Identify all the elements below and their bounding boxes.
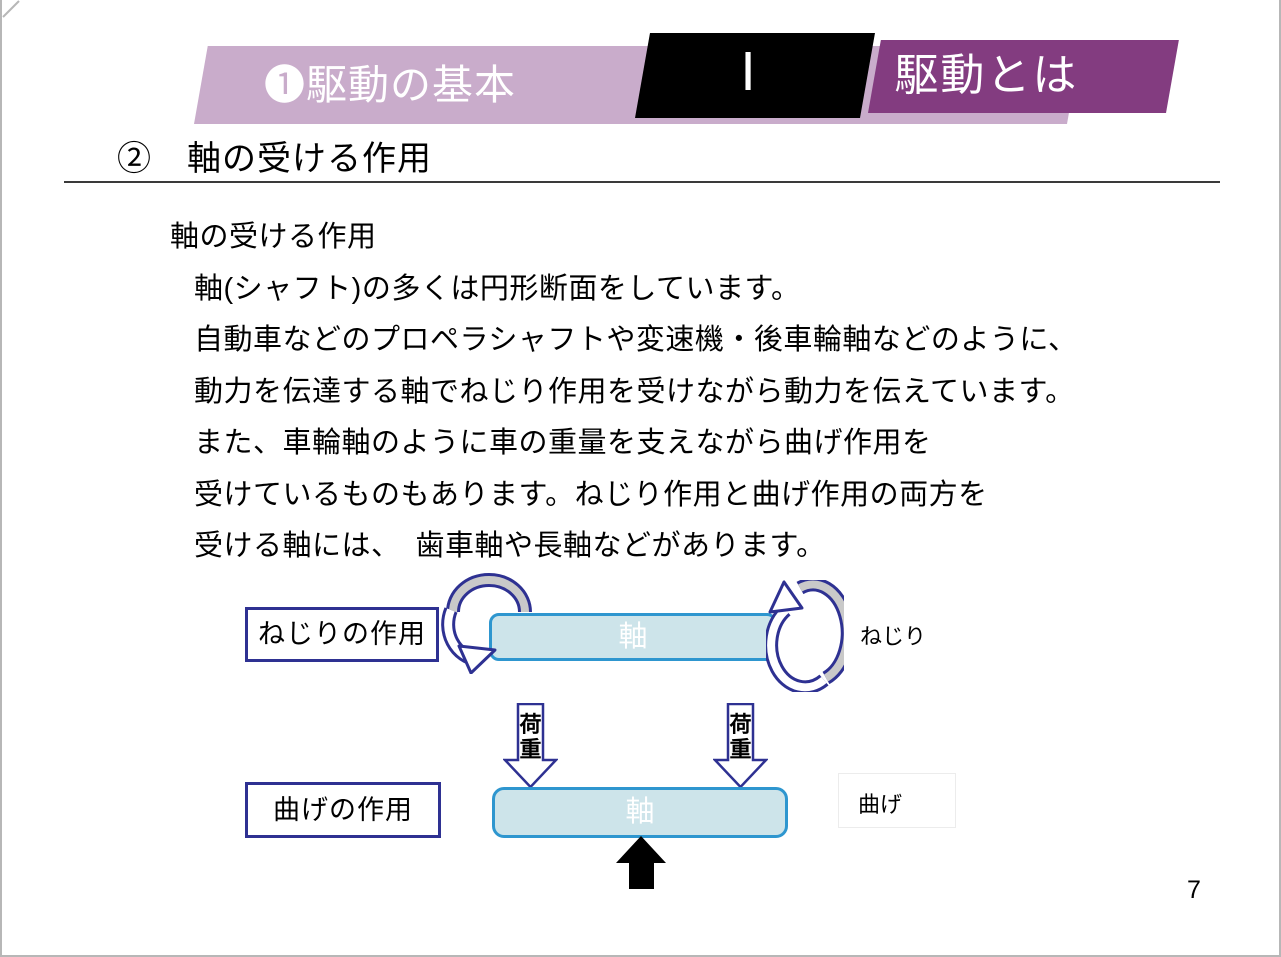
bending-annotation-label: 曲げ — [858, 792, 903, 817]
load-char-top: 荷 — [729, 712, 751, 737]
banner-section-numeral: Ⅰ — [740, 45, 756, 102]
bending-label-box: 曲げの作用 — [245, 782, 441, 838]
load-char-top: 荷 — [519, 712, 541, 737]
twist-arrow-left-icon — [441, 573, 532, 674]
bending-shaft: 軸 — [492, 787, 788, 838]
body-line: 軸(シャフト)の多くは円形断面をしています。 — [194, 272, 801, 305]
body-paragraph: 軸の受ける作用 軸(シャフト)の多くは円形断面をしています。 自動車などのプロペ… — [170, 212, 1078, 573]
page-title: ② 軸の受ける作用 — [117, 140, 432, 178]
corner-cut-decoration — [2, 0, 20, 18]
torsion-annotation: ねじり — [860, 624, 927, 649]
heading-divider — [64, 181, 1220, 183]
banner-section-numeral-box: Ⅰ — [635, 33, 875, 118]
body-line: 受ける軸には、 歯車軸や長軸などがあります。 — [194, 530, 826, 562]
load-arrow-left-icon: 荷 重 — [503, 703, 558, 788]
body-line: また、車輪軸のように車の重量を支えながら曲げ作用を — [194, 427, 932, 459]
body-line: 動力を伝達する軸でねじり作用を受けながら動力を伝えています。 — [194, 375, 1075, 408]
load-arrow-right-icon: 荷 重 — [713, 703, 768, 788]
reaction-arrow-up-icon — [616, 836, 666, 889]
twist-arrow-right-icon — [766, 580, 844, 692]
body-line: 自動車などのプロペラシャフトや変速機・後車輪軸などのように、 — [194, 324, 1078, 356]
banner-section-title-box: 駆動とは — [868, 40, 1179, 113]
banner-section-title: 駆動とは — [894, 51, 1079, 100]
page-number: 7 — [1187, 876, 1201, 904]
torsion-shaft: 軸 — [489, 613, 777, 661]
load-char-bottom: 重 — [729, 737, 751, 762]
load-char-bottom: 重 — [519, 737, 541, 762]
body-line: 軸の受ける作用 — [170, 221, 377, 253]
torsion-label-box: ねじりの作用 — [245, 607, 439, 662]
bending-annotation: 曲げ — [838, 773, 956, 828]
body-line: 受けているものもあります。ねじり作用と曲げ作用の両方を — [194, 478, 988, 511]
